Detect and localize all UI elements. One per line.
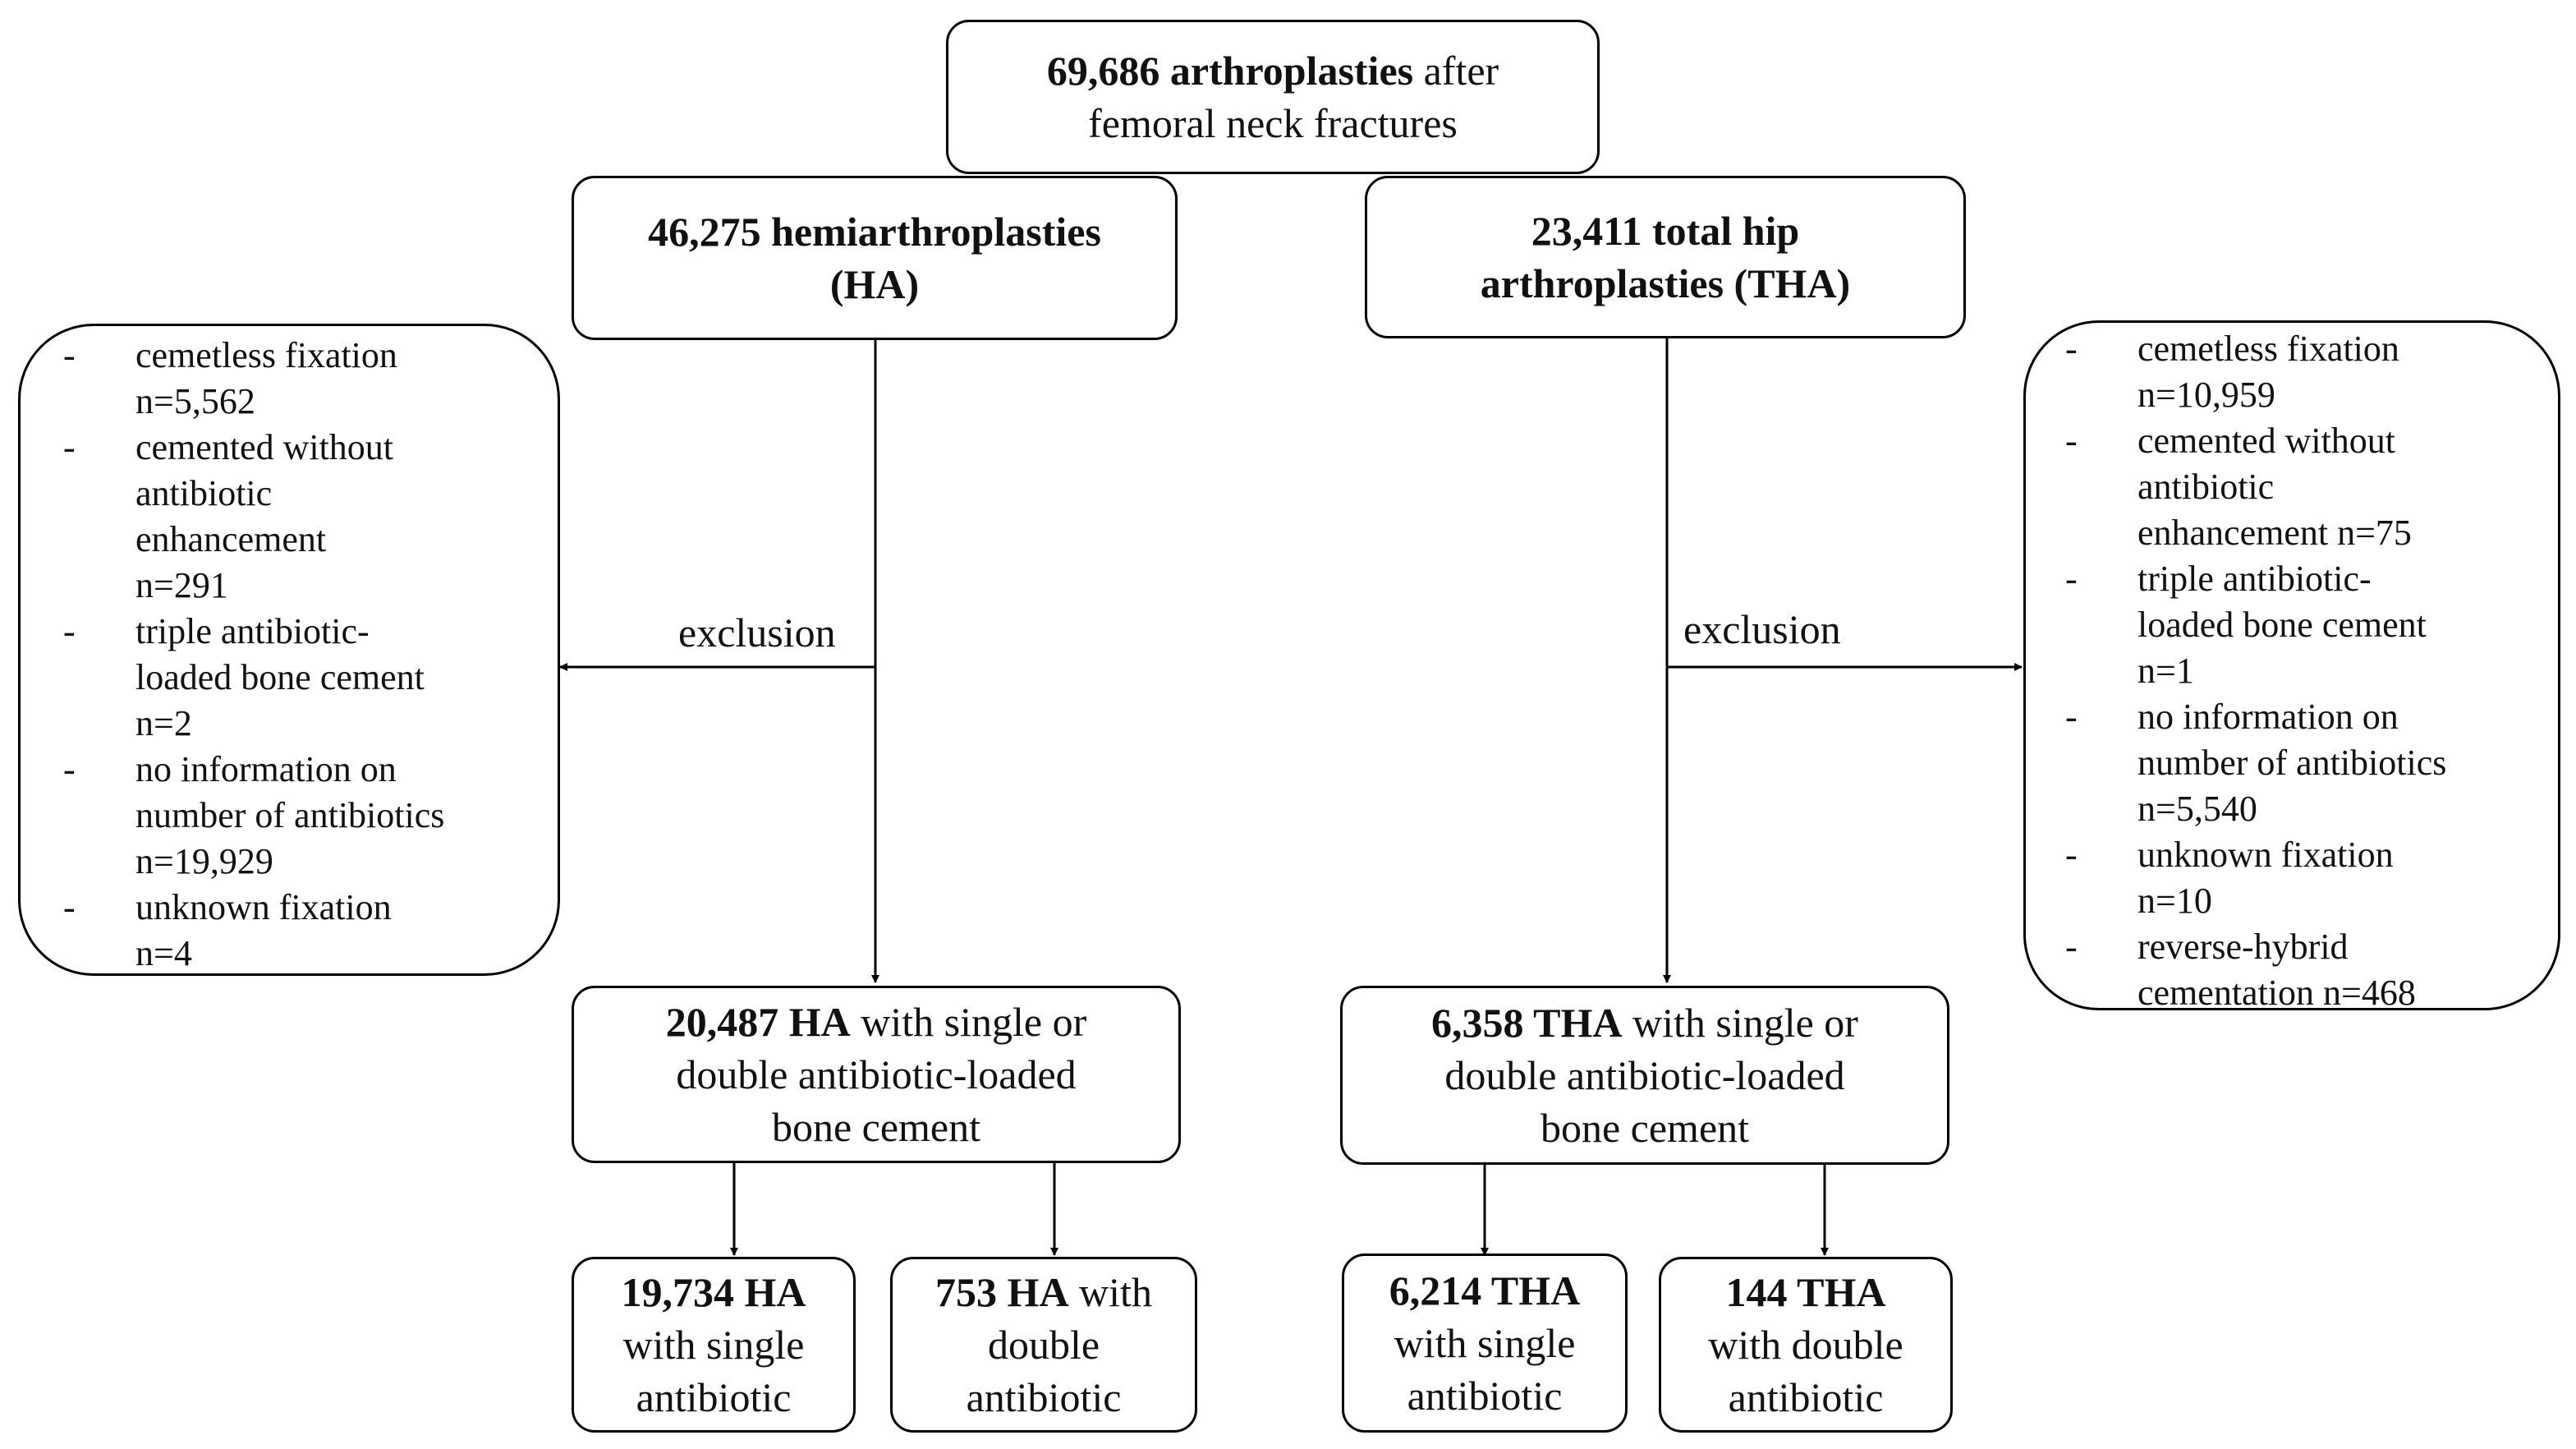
tha-included-line3: bone cement <box>1540 1105 1750 1151</box>
tha-exclusion-item: - triple antibiotic- loaded bone cement … <box>2065 556 2558 694</box>
exclusion-line: no information on <box>2137 697 2399 737</box>
total-count: 69,686 arthroplasties <box>1046 48 1414 94</box>
ha-double-line2: double <box>987 1322 1100 1368</box>
exclusion-line: enhancement n=75 <box>2137 513 2412 553</box>
ha-single-count: 19,734 HA <box>621 1269 806 1315</box>
exclusion-line: n=10 <box>2137 881 2212 921</box>
exclusion-line: cementation n=468 <box>2137 973 2416 1013</box>
bullet-dash: - <box>63 427 76 467</box>
ha-included-line2: double antibiotic-loaded <box>676 1051 1077 1097</box>
exclusion-line: triple antibiotic- <box>2137 559 2372 599</box>
exclusion-line: n=2 <box>135 703 192 743</box>
tha-exclusion-item: - reverse-hybrid cementation n=468 <box>2065 924 2558 1016</box>
bullet-dash: - <box>63 611 76 651</box>
ha-single-line3: antibiotic <box>636 1374 792 1420</box>
ha-exclusion-item: - cemetless fixation n=5,562 <box>63 333 558 425</box>
tha-line1: 23,411 total hip <box>1531 208 1800 254</box>
tha-line2: arthroplasties (THA) <box>1480 260 1851 306</box>
bullet-dash: - <box>2065 421 2078 461</box>
tha-exclusion-label: exclusion <box>1683 606 1841 652</box>
exclusion-line: cemented without <box>2137 421 2396 461</box>
ha-line1: 46,275 hemiarthroplasties <box>648 209 1101 255</box>
total-arthroplasties-box: 69,686 arthroplasties after femoral neck… <box>946 20 1600 174</box>
ha-double-line3: antibiotic <box>966 1374 1122 1420</box>
tha-double-line2: with double <box>1708 1322 1903 1368</box>
ha-included-rest: with single or <box>861 999 1087 1045</box>
ha-exclusion-item: - unknown fixation n=4 <box>63 885 558 977</box>
exclusion-line: cemetless fixation <box>2137 329 2399 369</box>
ha-included-line3: bone cement <box>771 1104 981 1150</box>
exclusion-line: antibiotic <box>2137 467 2275 507</box>
bullet-dash: - <box>2065 835 2078 875</box>
total-line2: femoral neck fractures <box>1088 100 1458 146</box>
tha-exclusion-item: - unknown fixation n=10 <box>2065 832 2558 924</box>
ha-included-box: 20,487 HA with single or double antibiot… <box>572 986 1181 1163</box>
exclusion-line: number of antibiotics <box>2137 743 2447 783</box>
tha-double-count: 144 THA <box>1725 1269 1886 1315</box>
tha-single-line2: with single <box>1394 1320 1576 1366</box>
exclusion-line: loaded bone cement <box>2137 605 2427 645</box>
exclusion-line: n=291 <box>135 565 228 605</box>
ha-line2: (HA) <box>829 261 920 307</box>
exclusion-line: n=4 <box>135 933 192 973</box>
tha-exclusion-item: - cemented without antibiotic enhancemen… <box>2065 418 2558 556</box>
tha-exclusion-item: - cemetless fixation n=10,959 <box>2065 326 2558 418</box>
tha-included-rest: with single or <box>1632 1000 1858 1046</box>
bullet-dash: - <box>2065 927 2078 967</box>
exclusion-line: antibiotic <box>135 473 273 513</box>
ha-exclusion-list: - cemetless fixation n=5,562 - cemented … <box>63 333 558 977</box>
exclusion-line: unknown fixation <box>135 887 392 927</box>
total-hip-arthroplasties-box: 23,411 total hip arthroplasties (THA) <box>1365 176 1966 338</box>
total-rest: after <box>1423 48 1499 94</box>
ha-included-count: 20,487 HA <box>665 999 851 1045</box>
hemiarthroplasties-box: 46,275 hemiarthroplasties (HA) <box>572 176 1178 340</box>
exclusion-line: number of antibiotics <box>135 795 445 835</box>
exclusion-line: n=10,959 <box>2137 375 2275 415</box>
tha-included-count: 6,358 THA <box>1431 1000 1623 1046</box>
tha-exclusion-box: - cemetless fixation n=10,959 - cemented… <box>2023 320 2560 1013</box>
exclusion-line: triple antibiotic- <box>135 611 370 651</box>
ha-exclusion-label: exclusion <box>678 610 836 656</box>
ha-exclusion-item: - cemented without antibiotic enhancemen… <box>63 425 558 609</box>
ha-single-box: 19,734 HA with single antibiotic <box>572 1257 856 1433</box>
tha-exclusion-list: - cemetless fixation n=10,959 - cemented… <box>2065 326 2558 1016</box>
exclusion-line: n=19,929 <box>135 841 273 881</box>
exclusion-line: enhancement <box>135 519 327 559</box>
ha-exclusion-item: - triple antibiotic- loaded bone cement … <box>63 609 558 747</box>
ha-single-line2: with single <box>622 1322 805 1368</box>
tha-double-box: 144 THA with double antibiotic <box>1659 1257 1953 1433</box>
exclusion-line: n=1 <box>2137 651 2194 691</box>
tha-single-box: 6,214 THA with single antibiotic <box>1342 1254 1628 1433</box>
tha-included-box: 6,358 THA with single or double antibiot… <box>1340 986 1949 1165</box>
bullet-dash: - <box>2065 329 2078 369</box>
tha-exclusion-item: - no information on number of antibiotic… <box>2065 694 2558 832</box>
bullet-dash: - <box>63 887 76 927</box>
tha-double-line3: antibiotic <box>1728 1374 1884 1420</box>
exclusion-line: cemented without <box>135 427 394 467</box>
bullet-dash: - <box>63 749 76 789</box>
ha-double-box: 753 HA with double antibiotic <box>890 1257 1197 1433</box>
tha-included-line2: double antibiotic-loaded <box>1444 1052 1845 1098</box>
exclusion-line: reverse-hybrid <box>2137 927 2349 967</box>
exclusion-line: n=5,562 <box>135 381 255 421</box>
exclusion-line: unknown fixation <box>2137 835 2394 875</box>
ha-double-count: 753 HA <box>935 1269 1069 1315</box>
exclusion-line: n=5,540 <box>2137 789 2257 829</box>
bullet-dash: - <box>2065 559 2078 599</box>
ha-exclusion-item: - no information on number of antibiotic… <box>63 747 558 885</box>
bullet-dash: - <box>2065 697 2078 737</box>
tha-single-count: 6,214 THA <box>1389 1267 1581 1313</box>
ha-double-rest: with <box>1079 1269 1152 1315</box>
tha-single-line3: antibiotic <box>1407 1373 1563 1419</box>
exclusion-line: cemetless fixation <box>135 335 397 375</box>
ha-exclusion-box: - cemetless fixation n=5,562 - cemented … <box>18 324 560 976</box>
exclusion-line: no information on <box>135 749 397 789</box>
exclusion-line: loaded bone cement <box>135 657 425 697</box>
bullet-dash: - <box>63 335 76 375</box>
